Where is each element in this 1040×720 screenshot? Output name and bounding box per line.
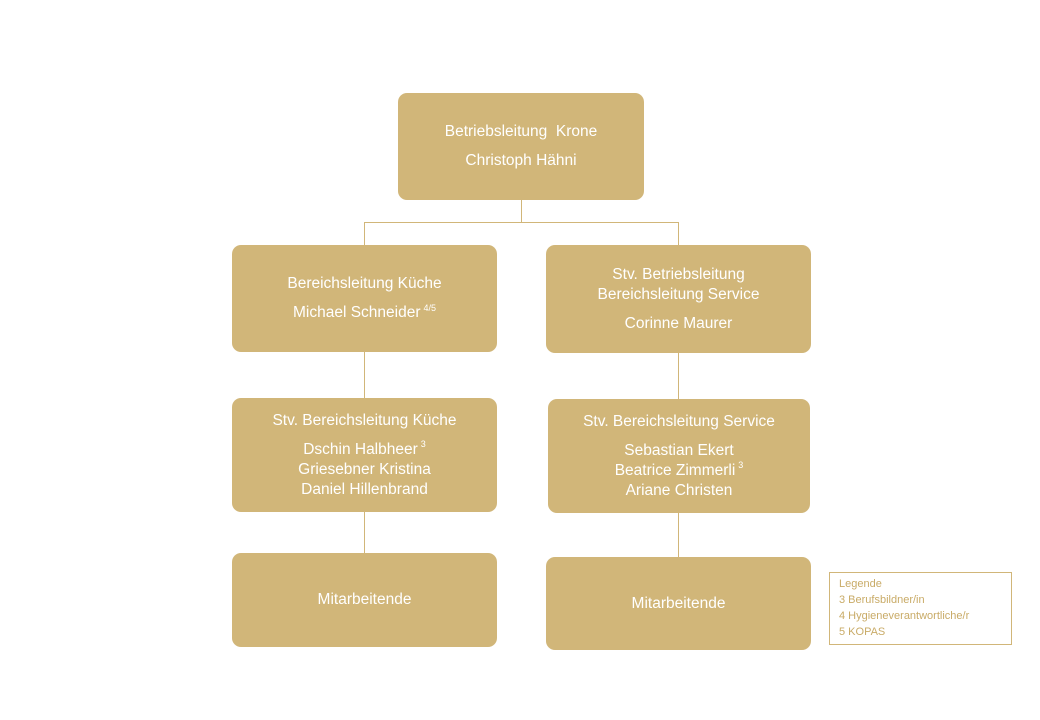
connector-to-service-head [678,222,679,245]
legend-title: Legende [839,578,882,590]
kitchen-deputy-member: Griesebner Kristina [298,460,431,480]
legend-box: Legende 3 Berufsbildner/in 4 Hygienevera… [829,572,1012,645]
service-deputy-member: Sebastian Ekert [624,441,733,461]
service-deputy-member-name: Sebastian Ekert [624,441,734,459]
connector-kitchen-deputy-staff [364,512,365,553]
box-betriebsleitung: Betriebsleitung Krone Christoph Hähni [398,93,644,200]
connector-service-deputy-staff [678,513,679,557]
legend-item: 3 Berufsbildner/in [839,594,925,606]
service-staff-label: Mitarbeitende [631,594,726,612]
connector-to-kitchen-head [364,222,365,245]
connector-service-head-deputy [678,353,679,399]
service-head-name: Corinne Maurer [624,314,733,332]
service-deputy-member-marker: 3 [738,460,744,471]
kitchen-deputy-member: Daniel Hillenbrand [301,480,428,500]
legend-item: 4 Hygieneverantwortliche/r [839,610,970,622]
service-deputy-title: Stv. Bereichsleitung Service [583,412,775,430]
service-head-title-2: Bereichsleitung Service [597,285,760,303]
kitchen-deputy-member-name: Daniel Hillenbrand [301,480,428,498]
legend-item: 5 KOPAS [839,626,886,638]
connector-top-down [521,200,522,223]
box-mitarbeitende-kueche: Mitarbeitende [232,553,497,647]
service-deputy-member-name: Ariane Christen [625,481,733,499]
betriebsleitung-title: Betriebsleitung Krone [444,123,598,140]
kitchen-head-title: Bereichsleitung Küche [287,275,442,292]
kitchen-deputy-title: Stv. Bereichsleitung Küche [272,411,457,429]
connector-kitchen-head-deputy [364,352,365,398]
kitchen-deputy-member-marker: 3 [420,439,426,450]
kitchen-head-name: Michael Schneider [292,304,421,321]
box-stv-bereichsleitung-kueche: Stv. Bereichsleitung Küche Dschin Halbhe… [232,398,497,512]
box-bereichsleitung-service: Stv. Betriebsleitung Bereichsleitung Ser… [546,245,811,353]
service-deputy-member: Ariane Christen [626,481,733,501]
connector-horizontal [364,222,679,223]
kitchen-deputy-member-name: Griesebner Kristina [298,460,431,478]
box-stv-bereichsleitung-service: Stv. Bereichsleitung Service Sebastian E… [548,399,810,513]
service-head-title-1: Stv. Betriebsleitung [612,265,745,283]
box-mitarbeitende-service: Mitarbeitende [546,557,811,650]
service-deputy-member-name: Beatrice Zimmerli [614,461,736,479]
kitchen-head-marker: 4/5 [423,302,437,313]
kitchen-deputy-member-name: Dschin Halbheer [303,440,418,458]
betriebsleitung-name: Christoph Hähni [465,152,577,169]
kitchen-staff-label: Mitarbeitende [317,591,412,608]
